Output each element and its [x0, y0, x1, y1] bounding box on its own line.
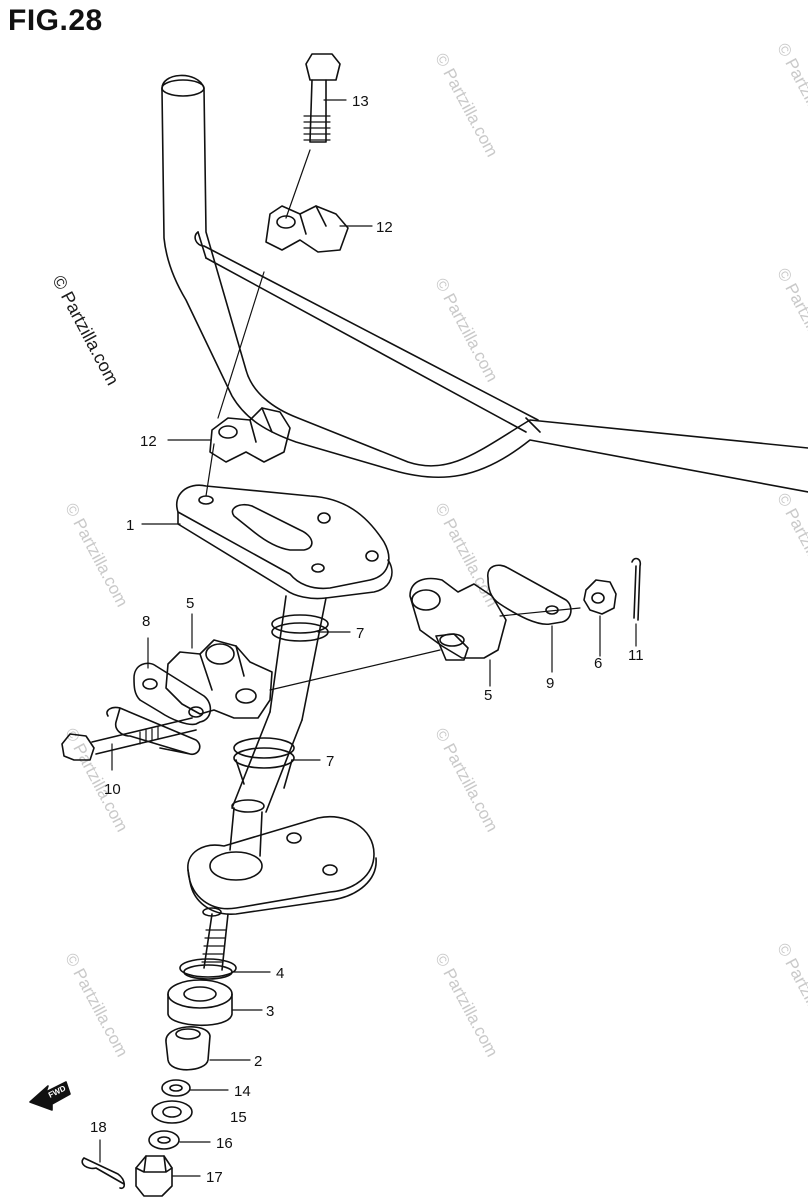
- callout-8: 8: [142, 613, 150, 630]
- callout-12: 12: [376, 219, 393, 236]
- callout-5: 5: [186, 595, 194, 612]
- callout-7: 7: [356, 625, 364, 642]
- callout-13: 13: [352, 93, 369, 110]
- clamp-right-5: [409, 577, 507, 661]
- callout-labels: 13 12 12 1 7 8 5 10 7 5 9 6 11 4 3 2 14 …: [90, 93, 644, 1186]
- callout-17: 17: [206, 1169, 223, 1186]
- callout-18: 18: [90, 1119, 107, 1136]
- callout-5: 5: [484, 687, 492, 704]
- plate-8: [133, 662, 212, 726]
- cotter-pin-11: [631, 557, 642, 621]
- fwd-arrow: FWD: [29, 1081, 71, 1111]
- handlebar: [161, 74, 808, 493]
- callout-14: 14: [234, 1083, 251, 1100]
- callout-7: 7: [326, 753, 334, 770]
- lower-holder-12: [209, 407, 291, 463]
- lower-stem: [81, 907, 237, 1197]
- callout-6: 6: [594, 655, 602, 672]
- plate-9: [487, 564, 572, 626]
- callout-15: 15: [230, 1109, 247, 1126]
- callout-12: 12: [140, 433, 157, 450]
- callout-1: 1: [126, 517, 134, 534]
- bolt-10: [61, 706, 201, 761]
- callout-16: 16: [216, 1135, 233, 1152]
- clamp-left-5: [165, 639, 273, 719]
- callout-11: 11: [628, 647, 644, 664]
- callout-10: 10: [104, 781, 121, 798]
- leader-lines: [99, 99, 637, 1177]
- callout-4: 4: [276, 965, 284, 982]
- steering-shaft: [229, 595, 329, 857]
- figure-title: FIG.28: [8, 4, 103, 37]
- top-plate-1: [175, 484, 393, 600]
- lower-plate: [187, 816, 377, 915]
- callout-9: 9: [546, 675, 554, 692]
- upper-holder-12: [265, 205, 349, 253]
- callout-3: 3: [266, 1003, 274, 1020]
- callout-2: 2: [254, 1053, 262, 1070]
- bolt-13: [303, 53, 341, 143]
- nut-6: [583, 579, 617, 615]
